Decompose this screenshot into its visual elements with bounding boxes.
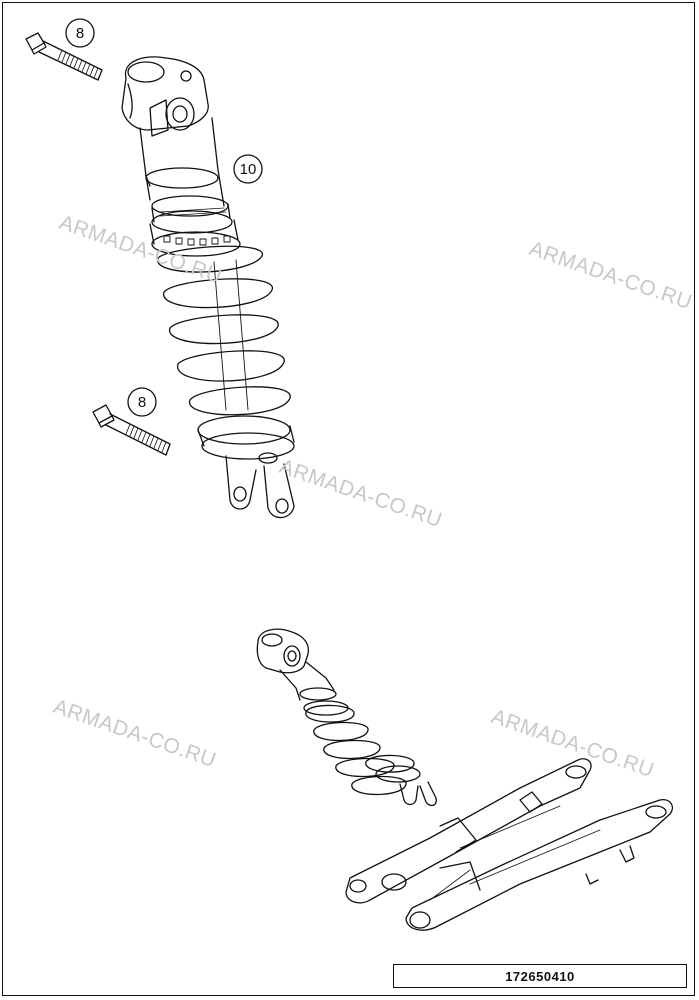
watermark: ARMADA-CO.RU	[276, 455, 445, 532]
top-bolt[interactable]	[25, 32, 103, 81]
watermark: ARMADA-CO.RU	[526, 237, 695, 314]
callout-shock-absorber: 10	[240, 161, 257, 178]
callout-top-bolt: 8	[76, 25, 84, 42]
watermark: ARMADA-CO.RU	[488, 705, 657, 782]
shock-absorber-large[interactable]	[121, 56, 295, 519]
watermark: ARMADA-CO.RU	[56, 211, 225, 288]
shock-absorber-small[interactable]	[256, 628, 437, 807]
callout-circle-top-bolt	[65, 18, 95, 48]
callout-circle-shock	[233, 154, 263, 184]
lower-bolt[interactable]	[92, 404, 171, 456]
callout-circle-lower-bolt	[127, 387, 157, 417]
callout-lower-bolt: 8	[138, 394, 146, 411]
reference-number: 172650410	[393, 964, 687, 988]
swingarm[interactable]	[345, 758, 674, 931]
watermark: ARMADA-CO.RU	[50, 695, 219, 772]
